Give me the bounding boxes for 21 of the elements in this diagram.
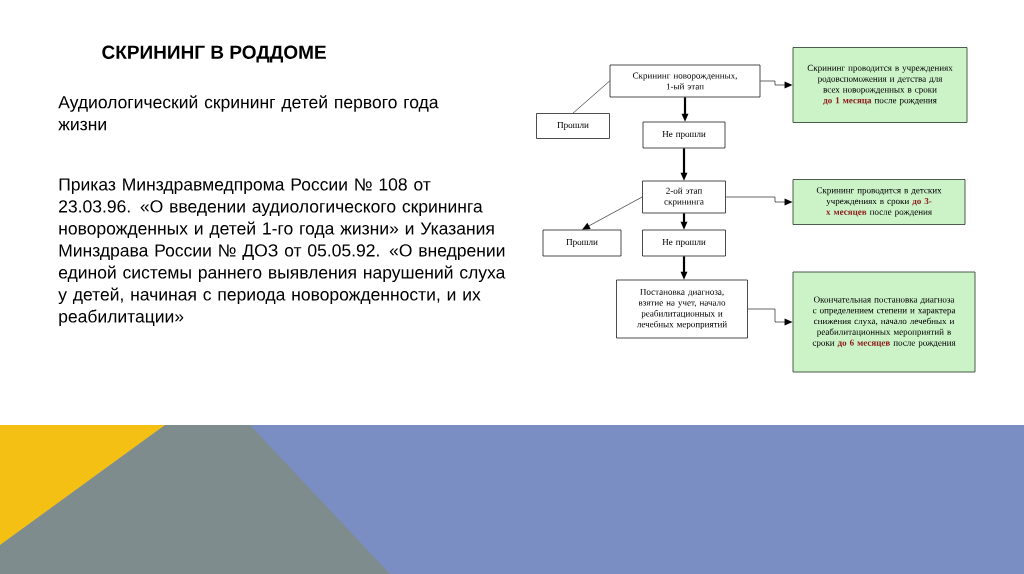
arrow [725, 196, 793, 206]
arrow [680, 256, 688, 280]
paragraph: Аудиологический скрининг детей первого года жизни [58, 95, 439, 131]
title: СКРИНИНГ В РОДДОМЕ [102, 45, 326, 63]
arrow [681, 97, 689, 122]
arrow [680, 213, 688, 230]
arrow [760, 80, 793, 89]
process-box: Не прошли [642, 229, 726, 257]
arrow [582, 196, 643, 230]
note-box: Окончательная постановка диагноза с определением степени и характера снижения слуха, начало лечебных и реабилитационных мероприятий в сроки до 6 месяцев после рождения [792, 271, 976, 373]
process-box: Постановка диагноза, взятие на учет, начало реабилитационных и лечебных мероприятий [616, 279, 748, 339]
arrow [680, 148, 688, 181]
process-box: Прошли [542, 229, 622, 257]
note-box: Скрининг проводится в учреждениях родовспоможения и детства для всех новорожденных в сроки до 1 месяца после рождения [792, 47, 968, 123]
arrow [747, 308, 793, 326]
process-box: 2-ой этап скрининга [642, 180, 726, 214]
note-box: Скрининг проводится в детских учреждениях в сроки до 3-х месяцев после рождения [792, 179, 966, 225]
process-box: Скрининг новорожденных, 1-ый этап [609, 64, 761, 98]
process-box: Прошли [536, 113, 610, 139]
paragraph: Приказ Минздравмедпрома России № 108 от 23.03.96. «О введении аудиологического скрининга новорожденных и детей 1-го года жизни» и Указания Минздрава России № ДОЗ от 05.05.92. «О внедрении единой системы раннего выявления нарушений слуха у детей, начиная с периода новорожденности, и их реабилитации» [58, 178, 506, 327]
process-box: Не прошли [642, 121, 726, 149]
